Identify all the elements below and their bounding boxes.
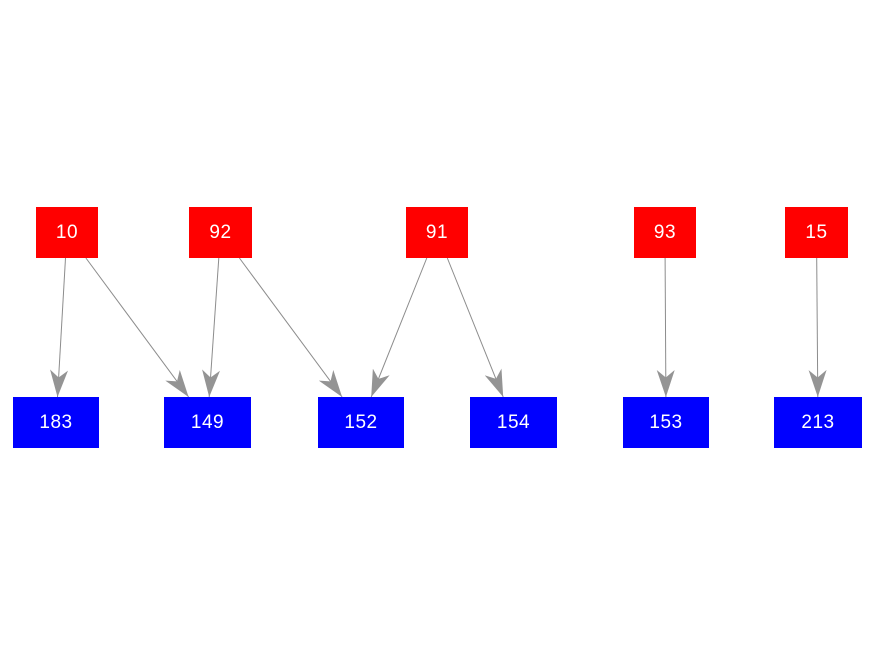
graph-node-label: 183 — [39, 412, 73, 433]
edge-group — [50, 257, 827, 398]
graph-node-label: 92 — [209, 222, 232, 243]
graph-node-153: 153 — [623, 397, 709, 448]
graph-node-213: 213 — [774, 397, 862, 448]
graph-node-label: 149 — [190, 412, 225, 433]
edge-93-153 — [656, 257, 675, 398]
graph-node-label: 10 — [55, 222, 79, 243]
graph-node-93: 93 — [634, 207, 696, 258]
edge-91-152 — [370, 257, 428, 398]
graph-node-label: 154 — [496, 412, 531, 433]
graph-node-label: 91 — [425, 222, 449, 243]
graph-node-label: 153 — [649, 412, 683, 433]
graph-node-152: 152 — [318, 397, 404, 448]
graph-node-149: 149 — [164, 397, 251, 448]
graph-node-label: 15 — [805, 222, 828, 243]
graph-node-154: 154 — [470, 397, 557, 448]
edge-10-149 — [85, 257, 190, 398]
edge-92-149 — [202, 257, 221, 398]
graph-node-92: 92 — [189, 207, 252, 258]
edge-92-152 — [238, 257, 343, 398]
graph-node-label: 152 — [344, 412, 378, 433]
graph-node-label: 93 — [653, 222, 677, 243]
graph-node-183: 183 — [13, 397, 99, 448]
graph-node-91: 91 — [406, 207, 468, 258]
graph-node-15: 15 — [785, 207, 848, 258]
edge-10-183 — [50, 257, 69, 398]
edge-91-154 — [446, 257, 504, 398]
edge-15-213 — [808, 257, 827, 398]
graph-node-label: 213 — [801, 412, 835, 433]
graph-node-10: 10 — [36, 207, 98, 258]
